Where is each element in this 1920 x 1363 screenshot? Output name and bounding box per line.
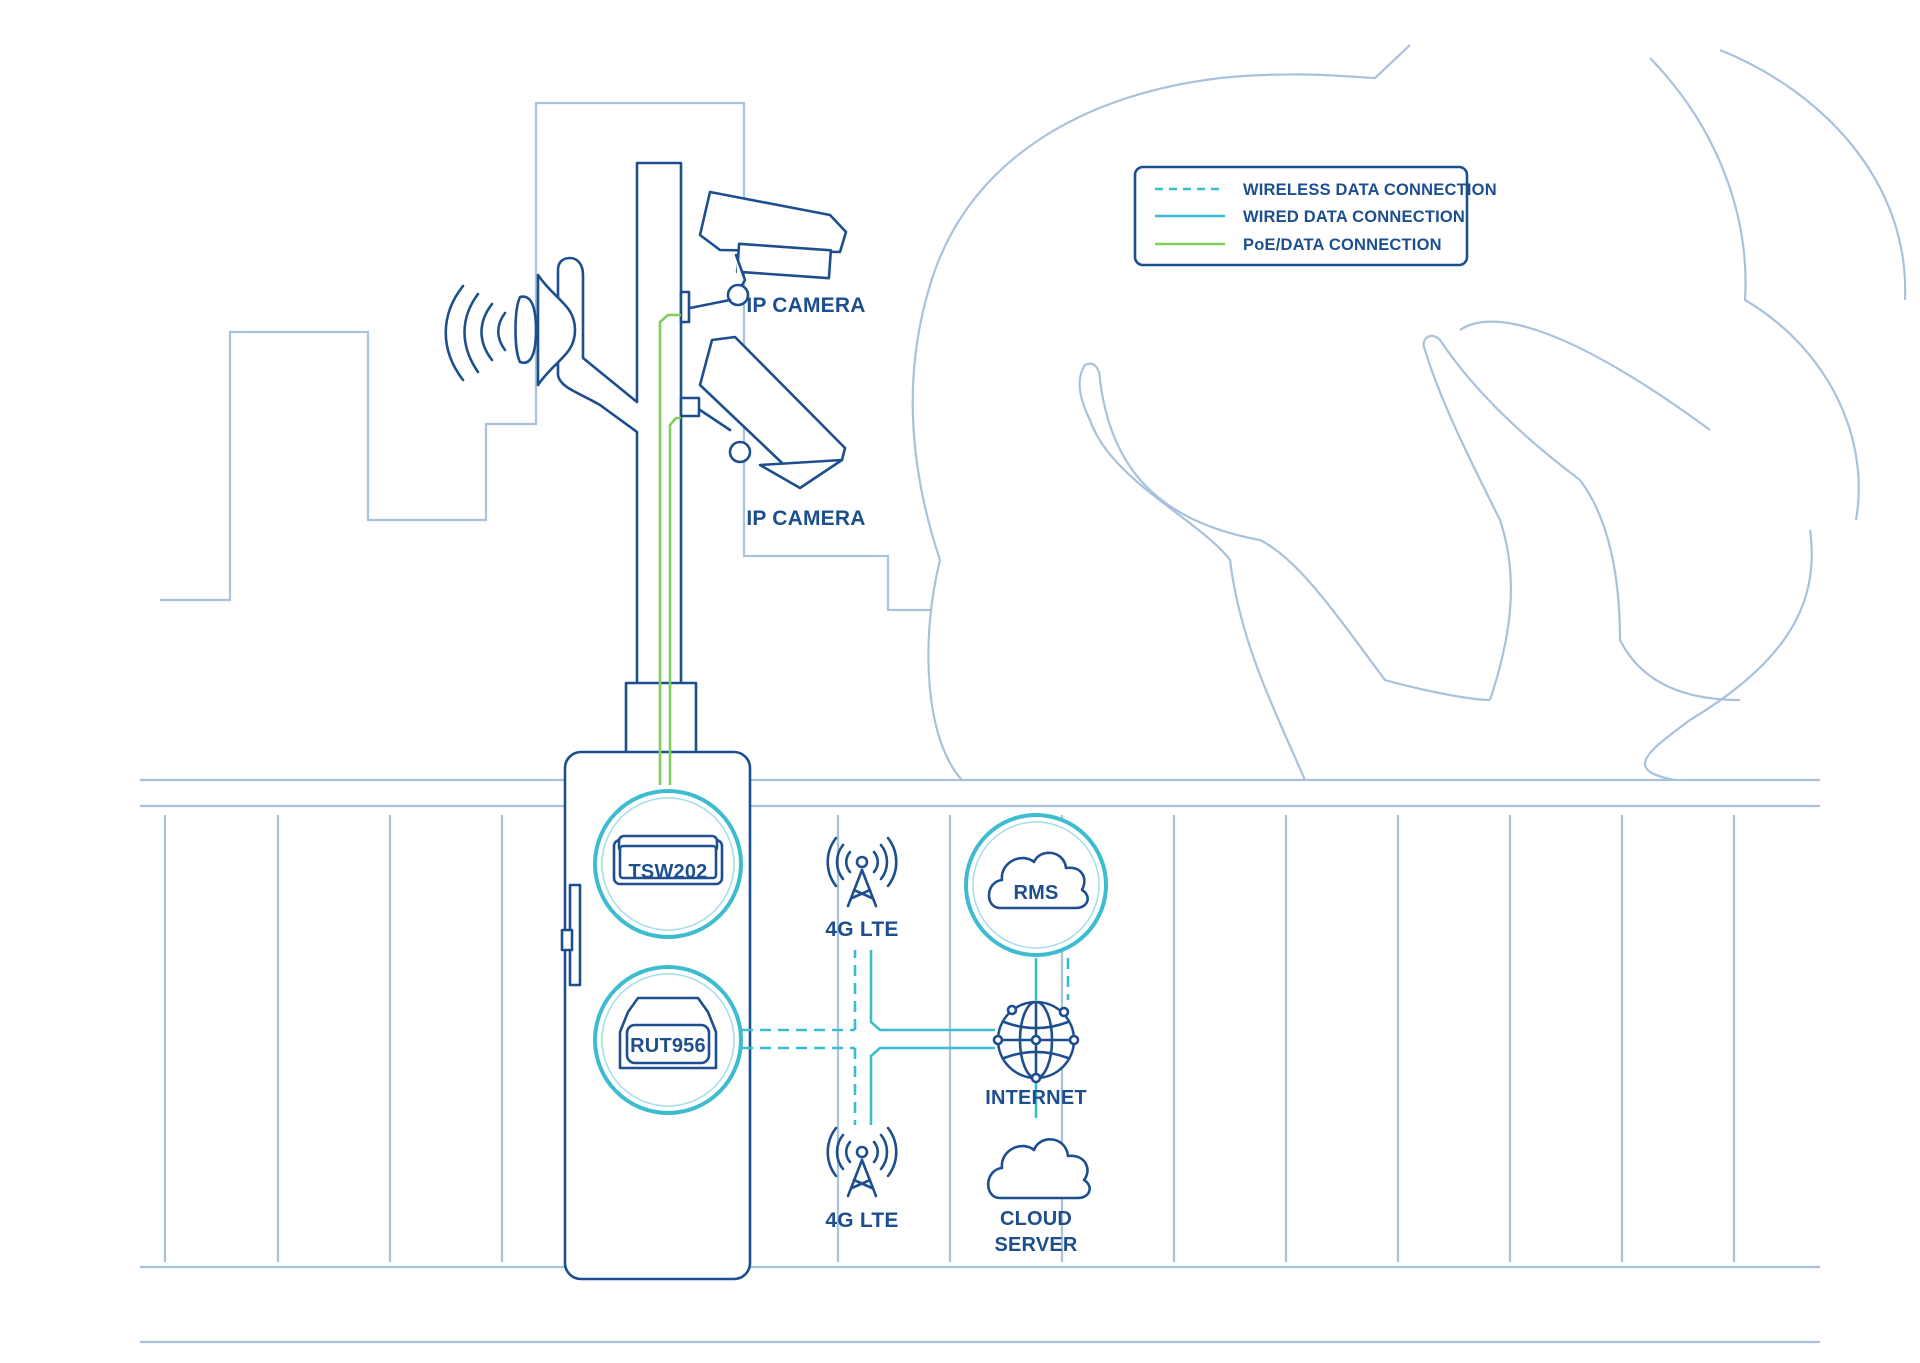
legend-wired-label: WIRED DATA CONNECTION xyxy=(1243,208,1465,226)
lte-tower-top-icon xyxy=(826,836,898,908)
internet-label: INTERNET xyxy=(985,1087,1087,1109)
ip-camera-1-label: IP CAMERA xyxy=(746,294,865,317)
tsw202-label: TSW202 xyxy=(628,861,707,883)
rms-label: RMS xyxy=(1013,882,1058,904)
lte-bottom-label: 4G LTE xyxy=(825,1209,898,1232)
rms-cloud xyxy=(964,813,1108,957)
wired-data-lines xyxy=(869,950,1038,1125)
tsw202-switch xyxy=(593,789,743,939)
wireless-data-lines xyxy=(742,950,1070,1125)
internet-globe-icon xyxy=(992,1000,1080,1084)
rut956-label: RUT956 xyxy=(630,1035,706,1057)
cloud-server-label-line2: SERVER xyxy=(994,1234,1077,1256)
ip-camera-2-label: IP CAMERA xyxy=(746,507,865,530)
legend: WIRELESS DATA CONNECTION WIRED DATA CONN… xyxy=(1133,165,1497,267)
ip-camera-2 xyxy=(679,335,847,490)
legend-wireless-label: WIRELESS DATA CONNECTION xyxy=(1243,181,1497,199)
rut956-router xyxy=(593,965,743,1115)
cloud-server-label-line1: CLOUD xyxy=(1000,1208,1072,1230)
cloud-server-icon xyxy=(986,1138,1091,1200)
ip-camera-1 xyxy=(679,190,848,324)
lte-top-label: 4G LTE xyxy=(825,918,898,941)
radio-antenna xyxy=(444,273,577,387)
city-skyline-background xyxy=(160,101,930,612)
wireless-waves-icon xyxy=(444,284,507,382)
legend-poe-label: PoE/DATA CONNECTION xyxy=(1243,236,1442,254)
lte-tower-bottom-icon xyxy=(826,1126,898,1198)
tree-background xyxy=(911,44,1907,782)
poe-data-lines xyxy=(658,313,681,785)
